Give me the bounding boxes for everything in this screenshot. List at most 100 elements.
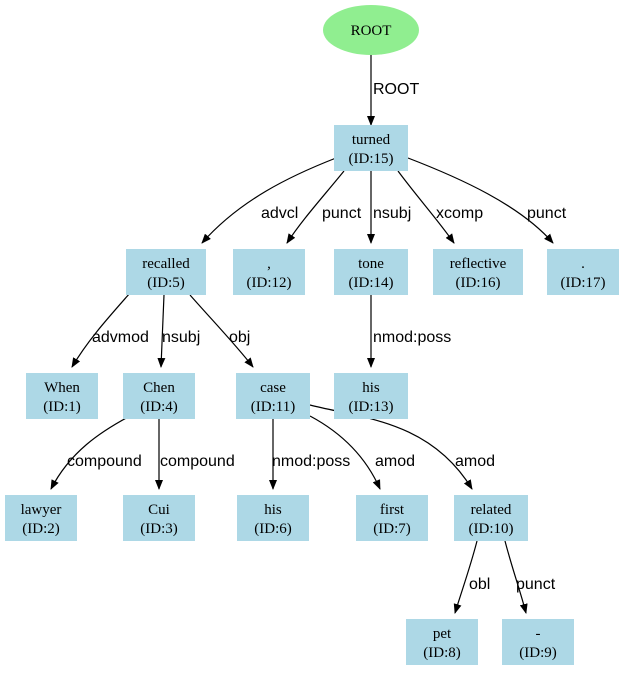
node-box — [334, 125, 408, 171]
edge-label: nsubj — [373, 205, 411, 222]
edge-label: punct — [516, 576, 556, 593]
edge-label: compound — [160, 453, 235, 470]
node-n3: Cui (ID:3) — [123, 495, 195, 541]
node-box — [123, 373, 195, 419]
node-box — [454, 495, 528, 541]
node-id-label: (ID:2) — [22, 521, 60, 537]
node-word: When — [44, 380, 80, 396]
edge-arrow — [50, 415, 131, 490]
edge-n5-n1: advmod — [71, 292, 149, 368]
node-box — [123, 495, 195, 541]
node-id-label: (ID:7) — [373, 521, 411, 537]
node-n9: - (ID:9) — [502, 619, 574, 665]
node-word: , — [267, 256, 271, 272]
node-n6: his(ID:6) — [237, 495, 309, 541]
node-word: Chen — [143, 380, 175, 396]
node-word: tone — [358, 256, 384, 272]
node-id-label: (ID:4) — [140, 399, 178, 415]
node-word: Cui — [148, 502, 170, 518]
node-word: . — [581, 256, 585, 272]
node-n10: related(ID:10) — [454, 495, 528, 541]
node-box — [406, 619, 478, 665]
node-n5: recalled(ID:5) — [126, 249, 206, 295]
edge-n15-n16: xcomp — [397, 170, 483, 244]
node-id-label: (ID:13) — [349, 399, 394, 415]
node-n13: his (ID:13) — [334, 373, 408, 419]
root-ellipse — [323, 5, 419, 55]
node-word: lawyer — [21, 502, 62, 518]
node-n11: case(ID:11) — [236, 373, 310, 419]
edge-n4-n2: compound — [50, 415, 142, 490]
edge-label: xcomp — [436, 205, 483, 222]
edge-label: punct — [322, 205, 362, 222]
edge-label: amod — [455, 453, 495, 470]
node-word: his — [362, 380, 380, 396]
node-id-label: (ID:16) — [456, 275, 501, 291]
edge-label: compound — [67, 453, 142, 470]
edge-arrow — [397, 170, 455, 244]
node-word: case — [260, 380, 286, 396]
edge-arrow — [286, 170, 345, 244]
node-n12: , (ID:12) — [233, 249, 305, 295]
node-word: turned — [352, 132, 391, 148]
node-word: - — [536, 626, 541, 642]
edge-arrow — [201, 157, 337, 244]
node-n8: pet (ID:8) — [406, 619, 478, 665]
edge-label: nmod:poss — [272, 453, 350, 470]
edge-label: obl — [469, 576, 490, 593]
edge-label: obj — [229, 329, 250, 346]
edge-label: ROOT — [373, 81, 419, 98]
node-id-label: (ID:14) — [349, 275, 394, 291]
edge-label: punct — [527, 205, 567, 222]
edge-label: advmod — [92, 329, 149, 346]
edge-arrow — [71, 292, 131, 368]
node-id-label: (ID:1) — [43, 399, 81, 415]
edge-label: nsubj — [162, 329, 200, 346]
node-word: reflective — [450, 256, 507, 272]
node-box — [547, 249, 619, 295]
node-id-label: (ID:3) — [140, 521, 178, 537]
node-n7: first(ID:7) — [356, 495, 428, 541]
edge-n5-n11: obj — [189, 294, 254, 368]
node-box — [334, 373, 408, 419]
node-box — [237, 495, 309, 541]
edge-n15-n12: punct — [286, 170, 362, 244]
node-id-label: (ID:12) — [247, 275, 292, 291]
node-id-label: (ID:15) — [349, 151, 394, 167]
edge-arrow — [453, 540, 478, 614]
edge-label: advcl — [261, 205, 298, 222]
edge-n11-n7: amod — [309, 415, 415, 490]
edge-label: amod — [375, 453, 415, 470]
nodes-layer: ROOT turned (ID:15) recalled(ID:5), (ID:12) t… — [5, 5, 619, 665]
node-box — [126, 249, 206, 295]
node-box — [356, 495, 428, 541]
node-n2: lawyer (ID:2) — [5, 495, 77, 541]
node-word: pet — [433, 626, 452, 642]
node-id-label: (ID:9) — [519, 645, 557, 661]
node-box — [5, 495, 77, 541]
node-id-label: (ID:10) — [469, 521, 514, 537]
node-n15: turned (ID:15) — [334, 125, 408, 171]
node-box — [334, 249, 408, 295]
node-id-label: (ID:17) — [561, 275, 606, 291]
node-box — [26, 373, 98, 419]
node-n16: reflective (ID:16) — [433, 249, 523, 295]
node-box — [233, 249, 305, 295]
edge-arrow — [504, 540, 528, 614]
node-n14: tone (ID:14) — [334, 249, 408, 295]
root-label: ROOT — [351, 23, 392, 39]
node-box — [236, 373, 310, 419]
node-id-label: (ID:8) — [423, 645, 461, 661]
node-box — [502, 619, 574, 665]
edge-arrow — [309, 415, 381, 490]
edge-n14-n13: nmod:poss — [367, 295, 451, 368]
edge-n15-n5: advcl — [201, 157, 337, 244]
edge-label: nmod:poss — [373, 329, 451, 346]
node-box — [433, 249, 523, 295]
edge-n11-n6: nmod:poss — [269, 419, 350, 490]
edge-n10-n8: obl — [453, 540, 490, 614]
edges-layer: ROOT advcl punct nsubj xcomp punct advmod nsubj… — [50, 55, 567, 614]
edge-n15-n17: punct — [407, 157, 567, 244]
edge-arrow — [407, 157, 554, 244]
